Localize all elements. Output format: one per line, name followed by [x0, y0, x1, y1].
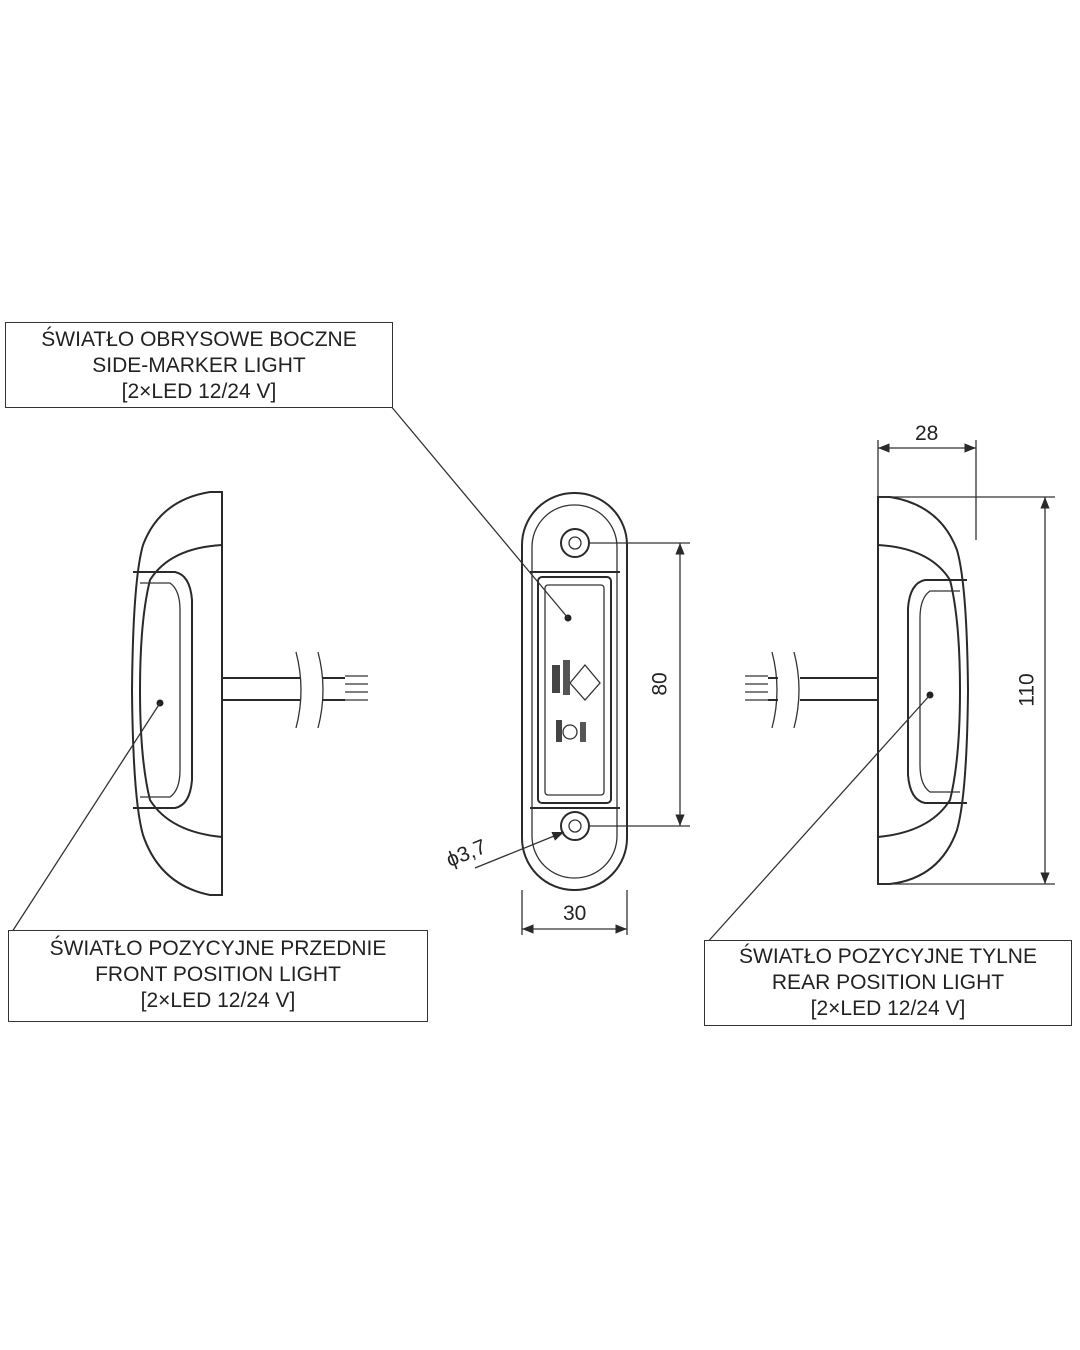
homologation-marks: [552, 660, 601, 742]
rear-position-line3: [2×LED 12/24 V]: [810, 997, 966, 1020]
rear-position-callout: ŚWIATŁO POZYCYJNE TYLNE REAR POSITION LI…: [704, 940, 1072, 1026]
rear-position-line1: ŚWIATŁO POZYCYJNE TYLNE: [739, 945, 1037, 968]
front-position-callout: ŚWIATŁO POZYCYJNE PRZEDNIE FRONT POSITIO…: [8, 930, 428, 1022]
front-width-dimension: 30: [563, 902, 587, 925]
center-front-view: [389, 404, 690, 935]
rear-position-line2: REAR POSITION LIGHT: [771, 971, 1005, 994]
side-marker-line3: [2×LED 12/24 V]: [121, 380, 277, 403]
front-position-line2: FRONT POSITION LIGHT: [95, 963, 341, 986]
left-side-view: [9, 491, 368, 936]
hole-spacing-dimension: 80: [648, 672, 672, 696]
front-position-line1: ŚWIATŁO POZYCYJNE PRZEDNIE: [49, 937, 387, 960]
side-marker-line2: SIDE-MARKER LIGHT: [92, 354, 306, 377]
side-height-dimension: 110: [1015, 673, 1039, 707]
side-marker-callout: ŚWIATŁO OBRYSOWE BOCZNE SIDE-MARKER LIGH…: [5, 322, 393, 408]
side-depth-dimension: 28: [915, 422, 939, 445]
right-side-view: [704, 440, 1055, 946]
front-position-line3: [2×LED 12/24 V]: [140, 989, 296, 1012]
side-marker-line1: ŚWIATŁO OBRYSOWE BOCZNE: [41, 328, 357, 351]
